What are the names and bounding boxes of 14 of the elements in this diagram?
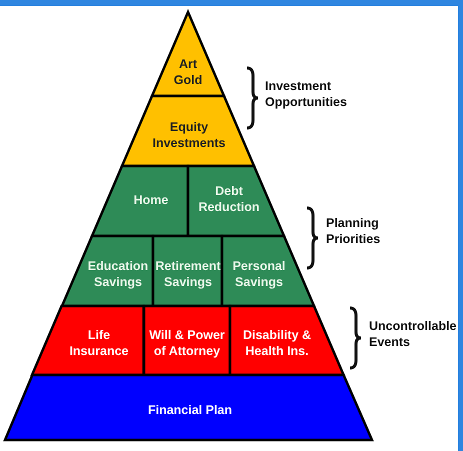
segment-label: Disability & Health Ins. — [242, 326, 312, 360]
segment-label: Will & Power of Attorney — [148, 326, 226, 360]
group-label: Investment Opportunities — [265, 78, 348, 110]
segment-label: Education Savings — [86, 258, 150, 290]
segment-label: Art Gold — [172, 56, 204, 88]
segment-label: Life Insurance — [68, 326, 130, 360]
segment-label: Financial Plan — [146, 402, 234, 418]
segment-label: Personal Savings — [232, 258, 286, 290]
segment-label: Debt Reduction — [197, 182, 261, 216]
group-label: Planning Priorities — [326, 215, 382, 248]
segment-label: Retirement Savings — [154, 258, 222, 290]
group-label: Uncontrollable Events — [369, 318, 458, 350]
segment-label: Equity Investments — [152, 118, 226, 152]
segment-label: Home — [132, 192, 170, 208]
